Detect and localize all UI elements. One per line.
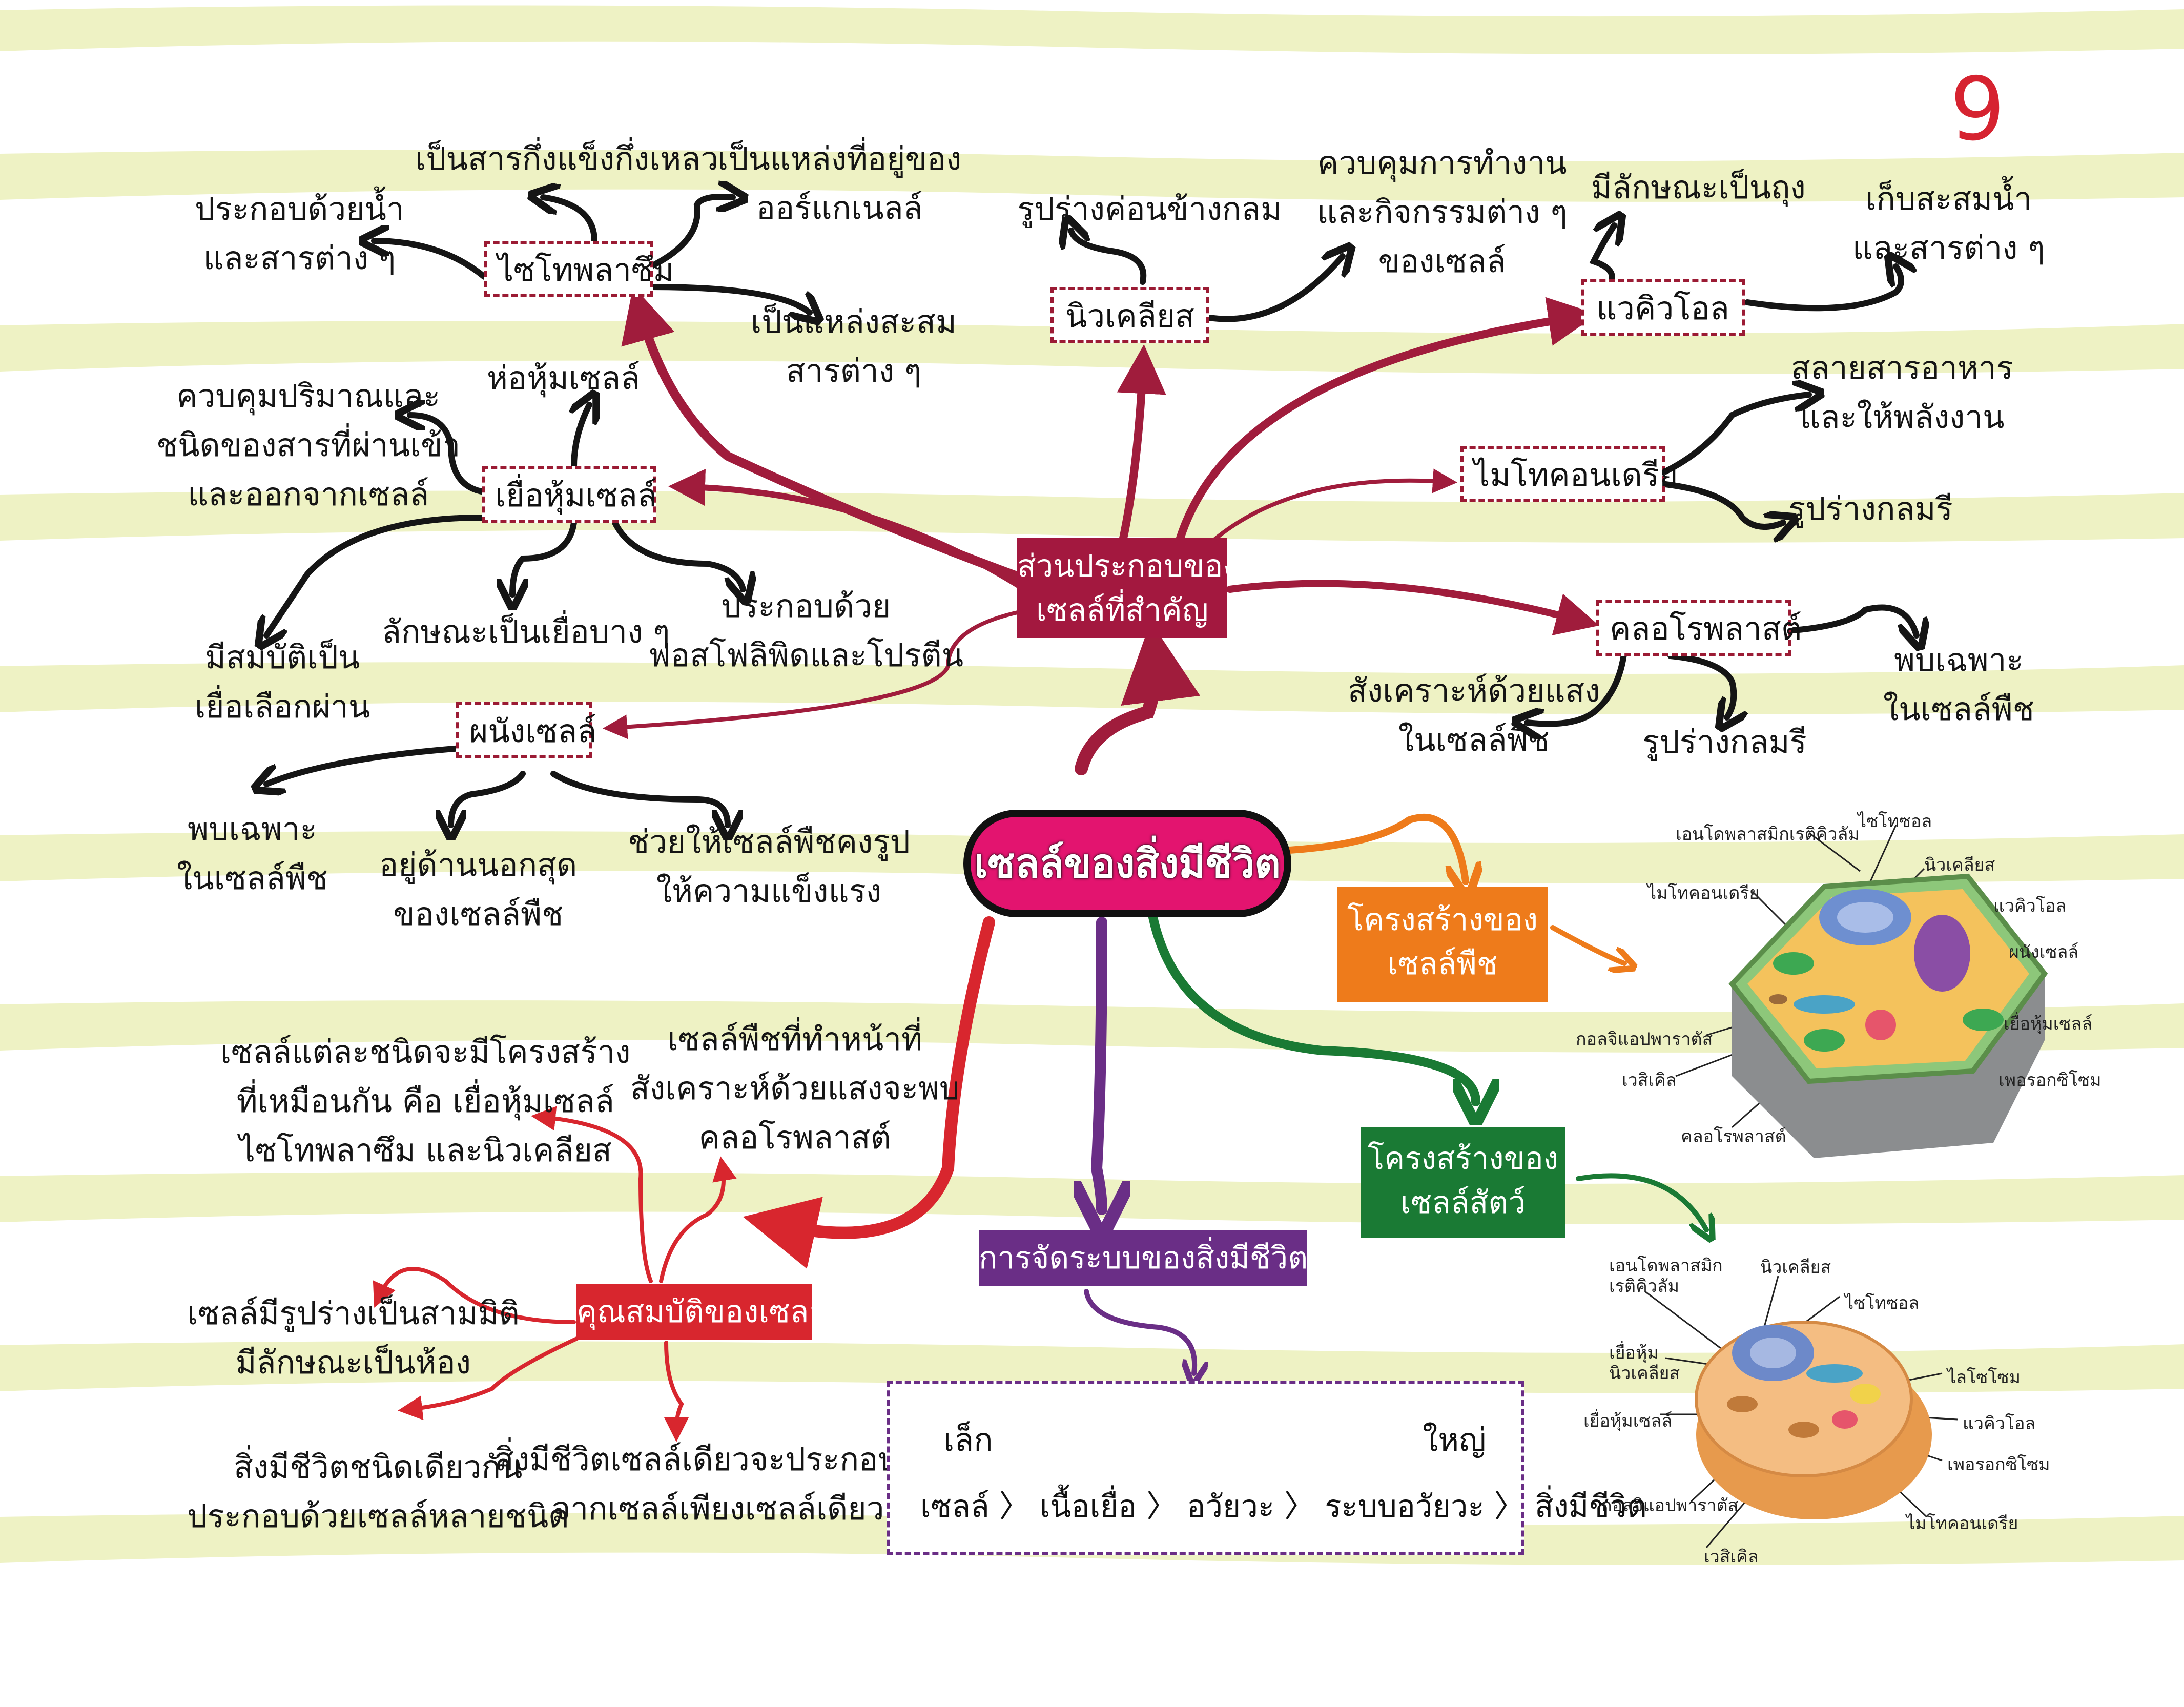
plant-cytosol-label: ไซโทซอล [1858,811,1932,832]
prop-chloro-text: เซลล์พืชที่ทำหน้าที่สังเคราะห์ด้วยแสงจะพ… [630,1020,960,1156]
nuc-round-text: รูปร่างค่อนข้างกลม [1017,190,1282,228]
chloroplast-node: คลอโรพลาสต์ [1596,600,1802,656]
plant-vesicle-label: เวสิเคิล [1622,1070,1677,1091]
plant-mito-label: ไมโทคอนเดรีย [1647,883,1760,903]
animal-structure-line1: โครงสร้างของ [1367,1141,1559,1177]
cyto-organelle-text: เป็นแหล่งที่อยู่ของออร์แกเนลล์ [717,140,962,227]
org-small-label: เล็ก [943,1421,993,1458]
center-node: เซลล์ของสิ่งมีชีวิต [963,810,1291,917]
wall-shape-text: ช่วยให้เซลล์พืชคงรูปให้ความแข็งแรง [628,823,910,910]
chl-photo-text: สังเคราะห์ด้วยแสงในเซลล์พืช [1348,672,1600,758]
properties-tag: คุณสมบัติของเซลล์ [576,1284,828,1340]
animal-nucleus-label: นิวเคลียส [1760,1257,1831,1278]
cyto-store-text: เป็นแหล่งสะสมสารต่าง ๆ [751,303,957,389]
plant-nucleus-label: นิวเคลียส [1924,855,1995,875]
animal-cytosol-label: ไซโทซอล [1845,1293,1920,1313]
prop-3d-text: เซลล์มีรูปร่างเป็นสามมิติมีลักษณะเป็นห้อ… [187,1294,520,1381]
plant-vacuole-label: แวคิวโอล [1993,896,2067,916]
cyto-semisolid-text: เป็นสารกึ่งแข็งกึ่งเหลว [415,140,718,177]
mem-wrap-text: ห่อหุ้มเซลล์ [487,359,641,397]
animal-perox-label: เพอรอกซิโซม [1947,1454,2050,1475]
vac-store-text: เก็บสะสมน้ำและสารต่าง ๆ [1852,180,2045,266]
main-component-line2: เซลล์ที่สำคัญ [1036,592,1208,628]
mito-oval-text: รูปร่างกลมรี [1788,490,1953,527]
animal-cell-illustration [1695,1321,1932,1519]
org-chain-text: เซลล์ 〉 เนื้อเยื่อ 〉 อวัยวะ 〉 ระบบอวัยวะ… [920,1489,1647,1525]
cyto-water-text: ประกอบด้วยน้ำและสารต่าง ๆ [195,190,404,277]
prop-similar-text: เซลล์แต่ละชนิดจะมีโครงสร้างที่เหมือนกัน … [220,1033,631,1169]
plant-wall-label: ผนังเซลล์ [2009,942,2079,962]
chl-plant-text: พบเฉพาะในเซลล์พืช [1883,641,2034,728]
plant-golgi-label: กอลจิแอปพาราตัส [1576,1029,1713,1050]
wall-outer-text: อยู่ด้านนอกสุดของเซลล์พืช [379,846,578,933]
plant-structure-line1: โครงสร้างของ [1347,902,1538,938]
main-component-line1: ส่วนประกอบของ [1017,548,1238,584]
plant-cell-illustration [1728,873,2048,1158]
nuc-control-text: ควบคุมการทำงานและกิจกรรมต่าง ๆของเซลล์ [1317,144,1568,280]
properties-tag-label: คุณสมบัติของเซลล์ [576,1294,828,1330]
plant-chloro-label: คลอโรพลาสต์ [1681,1126,1786,1147]
chl-oval-text: รูปร่างกลมรี [1642,723,1807,760]
mem-select-text: มีสมบัติเป็นเยื่อเลือกผ่าน [195,639,370,725]
vac-sac-text: มีลักษณะเป็นถุง [1591,169,1806,206]
wall-plant-text: พบเฉพาะในเซลล์พืช [177,810,328,897]
plant-structure-line2: เซลล์พืช [1387,946,1498,982]
main-component-tag: ส่วนประกอบของ เซลล์ที่สำคัญ [1017,538,1238,638]
organization-tag-label: การจัดระบบของสิ่งมีชีวิต [979,1240,1308,1276]
plant-perox-label: เพอรอกซิโซม [1998,1070,2101,1091]
plant-membrane-label: เยื่อหุ้มเซลล์ [2004,1014,2093,1034]
mem-phospho-text: ประกอบด้วยฟอสโฟลิพิดและโปรตีน [648,587,964,674]
organization-box: เล็ก ใหญ่ เซลล์ 〉 เนื้อเยื่อ 〉 อวัยวะ 〉 … [887,1381,1647,1555]
mem-thin-text: ลักษณะเป็นเยื่อบาง ๆ [382,613,670,650]
animal-structure-line2: เซลล์สัตว์ [1400,1185,1526,1221]
animal-structure-tag: โครงสร้างของ เซลล์สัตว์ [1361,1127,1565,1238]
prop-multi-text: สิ่งมีชีวิตชนิดเดียวกันประกอบด้วยเซลล์หล… [187,1448,569,1535]
cell-wall-node: ผนังเซลล์ [456,702,596,758]
plant-er-label: เอนโดพลาสมิกเรติคิวลัม [1676,824,1860,845]
mem-control-text: ควบคุมปริมาณและชนิดของสารที่ผ่านเข้าและอ… [156,377,461,513]
vacuole-node: แวคิวโอล [1581,279,1745,336]
animal-vesicle-label: เวสิเคิล [1704,1547,1759,1567]
animal-nucmem-label: เยื่อหุ้มนิวเคลียส [1609,1343,1680,1384]
prop-single-text: สิ่งมีชีวิตเซลล์เดียวจะประกอบขึ้นจากเซลล… [495,1441,942,1527]
animal-er-label: เอนโดพลาสมิกเรติคิวลัม [1609,1256,1723,1297]
nucleus-node: นิวเคลียส [1050,287,1209,343]
animal-mito-label: ไมโทคอนเดรีย [1906,1513,2018,1534]
cytoplasm-node: ไซโทพลาซึม [484,241,674,297]
page-number: 9 [1950,59,2006,160]
mito-energy-text: สลายสารอาหารและให้พลังงาน [1791,349,2013,436]
organization-tag: การจัดระบบของสิ่งมีชีวิต [979,1230,1308,1286]
animal-lyso-label: ไลโซโซม [1947,1367,2021,1388]
animal-golgi-label: กอลจิแอปพาราตัส [1601,1495,1739,1516]
animal-vacuole-label: แวคิวโอล [1963,1413,2036,1434]
animal-membrane-label: เยื่อหุ้มเซลล์ [1583,1411,1673,1431]
cell-membrane-node: เยื่อหุ้มเซลล์ [482,466,657,523]
mitochondria-node: ไมโทคอนเดรีย [1460,446,1678,502]
plant-structure-tag: โครงสร้างของ เซลล์พืช [1337,887,1548,1002]
org-large-label: ใหญ่ [1423,1421,1486,1458]
center-node-label: เซลล์ของสิ่งมีชีวิต [974,841,1281,887]
